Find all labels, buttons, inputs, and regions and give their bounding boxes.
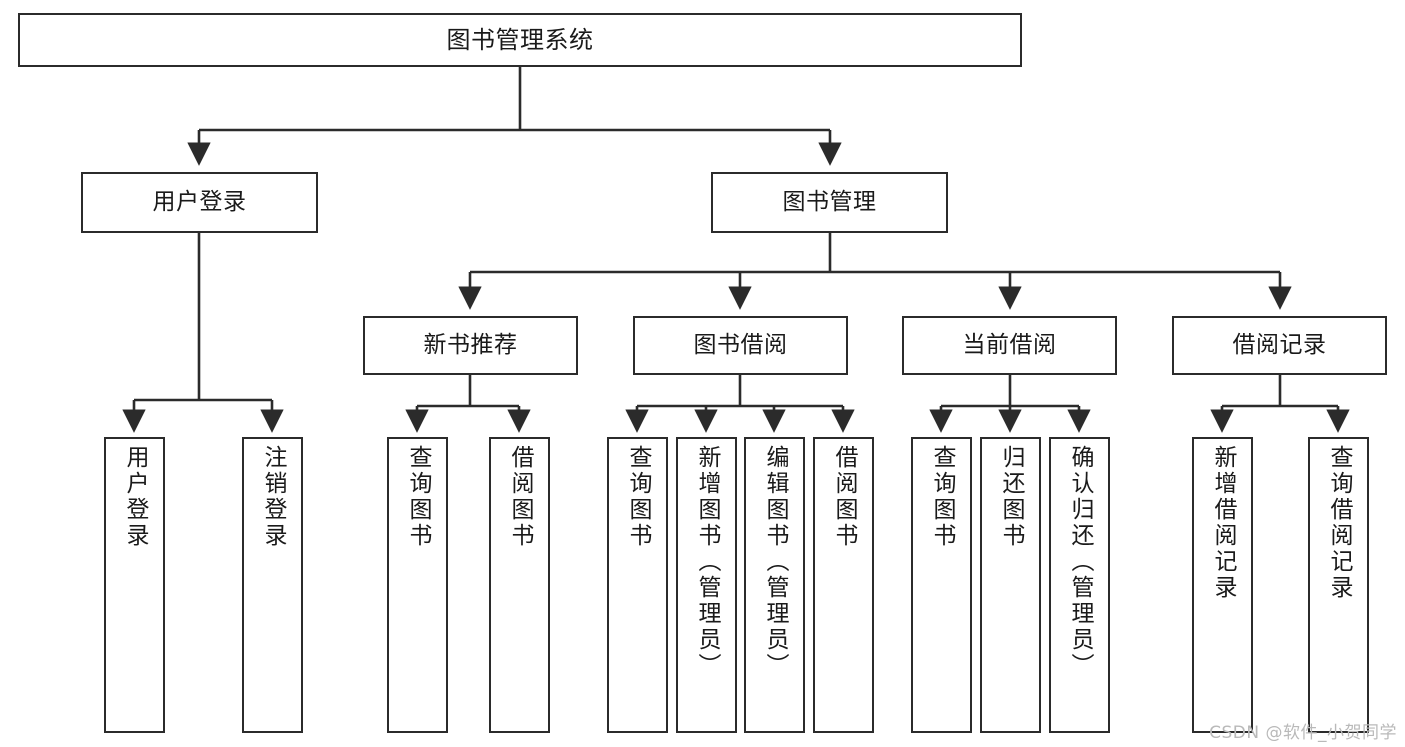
node-label: 图书借阅 <box>693 331 788 358</box>
leaf-confirm-return-admin[interactable]: 确认归还（管理员） <box>1049 437 1110 733</box>
node-label: 借阅记录 <box>1232 331 1327 358</box>
csdn-watermark: CSDN @软件_小贺同学 <box>1209 723 1397 743</box>
node-label: 当前借阅 <box>962 331 1057 358</box>
leaf-query-book-new-recommend[interactable]: 查询图书 <box>387 437 448 733</box>
leaf-add-borrow-record[interactable]: 新增借阅记录 <box>1192 437 1253 733</box>
node-label: 编辑图书（管理员） <box>762 445 788 679</box>
node-current-borrow[interactable]: 当前借阅 <box>902 316 1117 375</box>
node-user-login[interactable]: 用户登录 <box>81 172 318 233</box>
node-label: 查询图书 <box>929 445 955 549</box>
node-label: 新书推荐 <box>423 331 518 358</box>
leaf-borrow-book-new-recommend[interactable]: 借阅图书 <box>489 437 550 733</box>
leaf-query-borrow-record[interactable]: 查询借阅记录 <box>1308 437 1369 733</box>
node-label: 注销登录 <box>260 445 286 549</box>
node-label: 查询图书 <box>625 445 651 549</box>
node-new-book-recommend[interactable]: 新书推荐 <box>363 316 578 375</box>
leaf-logout-login[interactable]: 注销登录 <box>242 437 303 733</box>
node-label: 借阅图书 <box>507 445 533 549</box>
node-label: 查询借阅记录 <box>1326 445 1352 601</box>
node-label: 图书管理 <box>782 188 877 215</box>
node-label: 用户登录 <box>152 188 247 215</box>
node-label: 借阅图书 <box>831 445 857 549</box>
node-label: 图书管理系统 <box>446 25 594 54</box>
node-label: 归还图书 <box>998 445 1024 549</box>
node-root-book-management-system[interactable]: 图书管理系统 <box>18 13 1022 67</box>
node-borrow-record[interactable]: 借阅记录 <box>1172 316 1387 375</box>
leaf-query-book-borrow[interactable]: 查询图书 <box>607 437 668 733</box>
node-label: 查询图书 <box>405 445 431 549</box>
leaf-borrow-book-borrow[interactable]: 借阅图书 <box>813 437 874 733</box>
leaf-user-login[interactable]: 用户登录 <box>104 437 165 733</box>
node-label: 用户登录 <box>122 445 148 549</box>
leaf-return-book[interactable]: 归还图书 <box>980 437 1041 733</box>
node-book-management[interactable]: 图书管理 <box>711 172 948 233</box>
node-label: 新增借阅记录 <box>1210 445 1236 601</box>
leaf-query-book-current[interactable]: 查询图书 <box>911 437 972 733</box>
leaf-add-book-admin[interactable]: 新增图书（管理员） <box>676 437 737 733</box>
node-book-borrow[interactable]: 图书借阅 <box>633 316 848 375</box>
node-label: 新增图书（管理员） <box>694 445 720 679</box>
leaf-edit-book-admin[interactable]: 编辑图书（管理员） <box>744 437 805 733</box>
node-label: 确认归还（管理员） <box>1067 445 1093 679</box>
